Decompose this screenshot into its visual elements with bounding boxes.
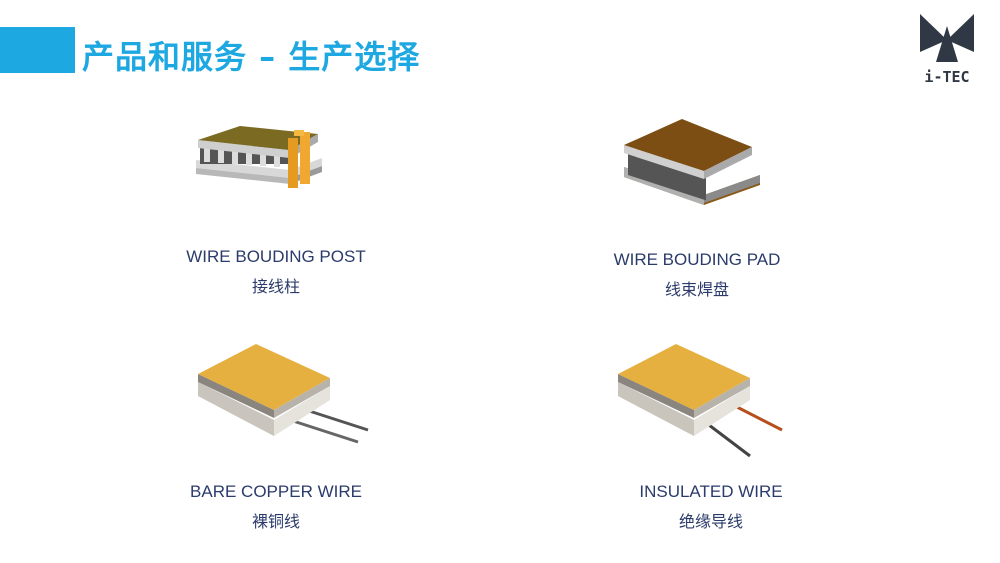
logo-text: i-TEC [924, 68, 970, 86]
logo-icon [920, 14, 974, 62]
wire-bonding-pad-image [624, 119, 760, 205]
bare-copper-wire-image [198, 344, 369, 444]
insulated-wire-image [618, 344, 783, 458]
product-card-wire-bonding-pad: WIRE BOUDING PAD 线束焊盘 [547, 250, 847, 300]
product-name-zh: 线束焊盘 [664, 280, 729, 299]
product-name-en: INSULATED WIRE [639, 482, 783, 501]
page-title: 产品和服务 – 生产选择 [82, 38, 421, 76]
product-name-en: WIRE BOUDING PAD [613, 250, 781, 269]
product-card-wire-bonding-post: WIRE BOUDING POST 接线柱 [126, 247, 426, 297]
itec-logo: i-TEC [916, 12, 978, 86]
product-name-zh: 绝缘导线 [678, 512, 743, 531]
product-name-en: BARE COPPER WIRE [190, 482, 362, 501]
wire-bonding-post-image [196, 126, 322, 188]
product-card-insulated-wire: INSULATED WIRE 绝缘导线 [561, 482, 861, 532]
product-card-bare-copper-wire: BARE COPPER WIRE 裸铜线 [126, 482, 426, 532]
product-name-en: WIRE BOUDING POST [186, 247, 366, 266]
title-accent-bar [0, 27, 75, 73]
product-name-zh: 裸铜线 [251, 512, 300, 531]
product-name-zh: 接线柱 [251, 277, 300, 296]
